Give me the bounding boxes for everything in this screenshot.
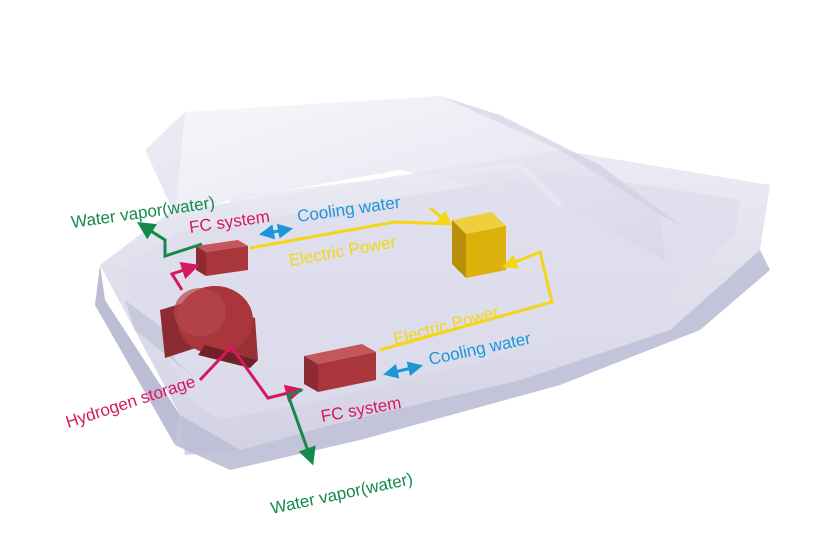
fc-system-bottom-unit	[304, 344, 376, 392]
electric-power-bottom-line	[379, 249, 554, 352]
cooling-water-top-line	[429, 206, 453, 226]
fc-system-top-unit	[196, 240, 248, 276]
cooling-water-top-arrow	[259, 223, 293, 240]
water-vapor-top-arrow	[136, 222, 203, 259]
hydrogen-feed-top-line	[169, 262, 200, 291]
battery-unit	[452, 212, 506, 278]
cooling-water-bottom-arrow	[383, 361, 423, 379]
hydrogen-storage-pointer	[198, 344, 234, 382]
water-vapor-bottom-label: Water vapor(water)	[269, 469, 415, 518]
hydrogen-feed-bottom-line	[228, 344, 304, 403]
water-vapor-bottom-arrow	[286, 388, 316, 466]
cabin-canopy	[145, 96, 680, 260]
electric-power-top-line	[249, 220, 453, 250]
